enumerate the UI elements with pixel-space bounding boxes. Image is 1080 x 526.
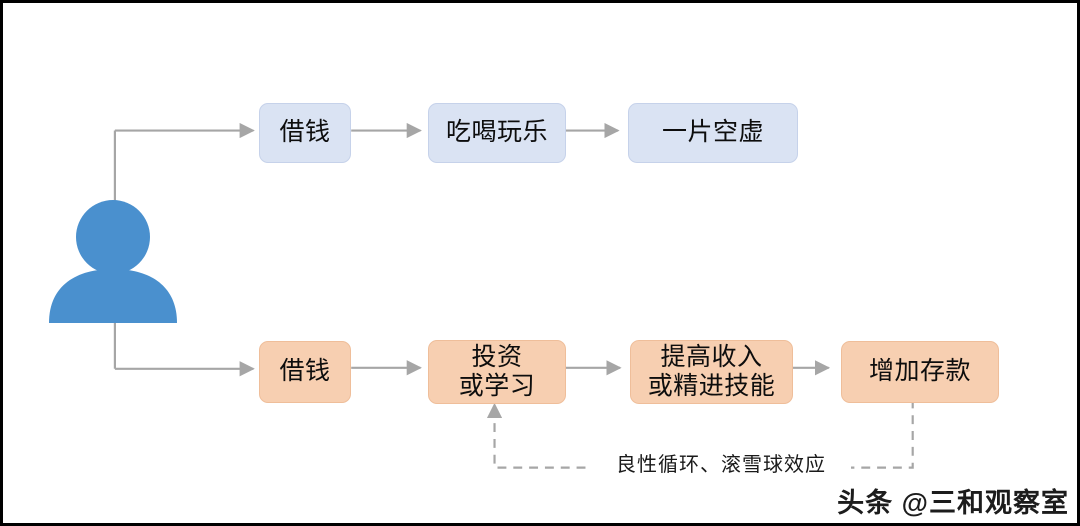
- node-top-spend[interactable]: 吃喝玩乐: [428, 103, 566, 163]
- node-label: 投资 或学习: [458, 343, 536, 401]
- node-bottom-income[interactable]: 提高收入 或精进技能: [630, 340, 793, 404]
- node-bottom-invest[interactable]: 投资 或学习: [428, 340, 566, 404]
- node-label: 借钱: [279, 119, 331, 147]
- node-label: 一片空虚: [661, 119, 764, 147]
- node-bottom-savings[interactable]: 增加存款: [841, 341, 999, 403]
- node-top-borrow[interactable]: 借钱: [259, 103, 351, 163]
- watermark: 头条 @三和观察室: [837, 488, 1069, 518]
- node-label: 借钱: [279, 358, 331, 386]
- node-label: 提高收入 或精进技能: [647, 343, 776, 401]
- node-bottom-borrow[interactable]: 借钱: [259, 341, 351, 403]
- node-label: 吃喝玩乐: [445, 119, 548, 147]
- person-icon: [47, 199, 179, 323]
- node-label: 增加存款: [868, 358, 971, 386]
- feedback-loop-label: 良性循环、滚雪球效应: [591, 447, 851, 478]
- node-top-empty[interactable]: 一片空虚: [628, 103, 798, 163]
